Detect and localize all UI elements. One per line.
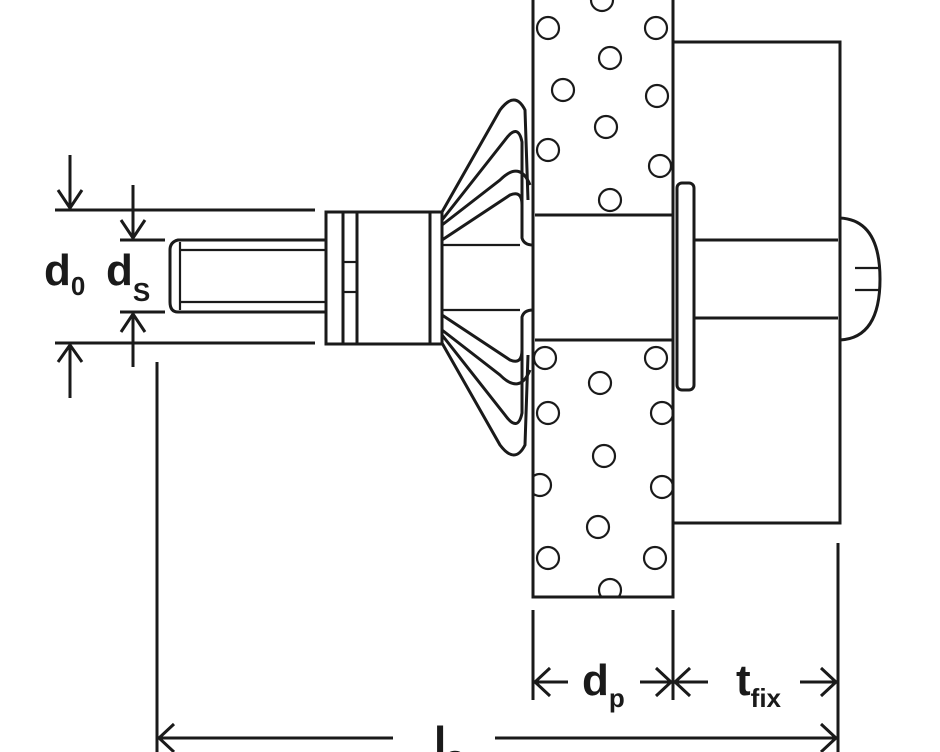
texture-dot <box>647 153 673 179</box>
label-dp: dp <box>582 656 625 713</box>
drill-hole <box>535 213 840 342</box>
texture-dot <box>597 187 623 213</box>
texture-dot <box>593 114 619 140</box>
texture-dot <box>591 443 617 469</box>
label-ls: lS <box>434 718 464 752</box>
texture-dot <box>550 77 576 103</box>
texture-dot <box>533 472 553 498</box>
diameter-dimensions <box>55 155 315 398</box>
texture-dot <box>589 0 615 13</box>
bolt-thread <box>168 238 326 314</box>
texture-dot <box>535 400 561 426</box>
washer <box>675 181 696 392</box>
texture-dot <box>643 15 669 41</box>
texture-dot <box>533 345 558 371</box>
texture-dot <box>649 474 673 500</box>
label-ds: dS <box>106 246 150 307</box>
anchor-sleeve <box>324 210 444 346</box>
screw <box>694 216 882 342</box>
texture-dot <box>642 545 668 571</box>
texture-dot <box>597 577 623 597</box>
texture-dot <box>535 545 561 571</box>
label-d0: d0 <box>44 246 85 301</box>
texture-dot <box>585 514 611 540</box>
texture-dot <box>535 15 561 41</box>
plasterboard-texture <box>533 0 673 597</box>
texture-dot <box>587 370 613 396</box>
expansion-wings <box>440 98 534 457</box>
screw-head <box>838 216 882 342</box>
label-tfix: tfix <box>736 656 782 713</box>
texture-dot <box>644 83 670 109</box>
length-dimensions <box>155 362 840 752</box>
texture-dot <box>535 137 561 163</box>
texture-dot <box>649 400 673 426</box>
texture-dot <box>643 345 669 371</box>
texture-dot <box>597 45 623 71</box>
